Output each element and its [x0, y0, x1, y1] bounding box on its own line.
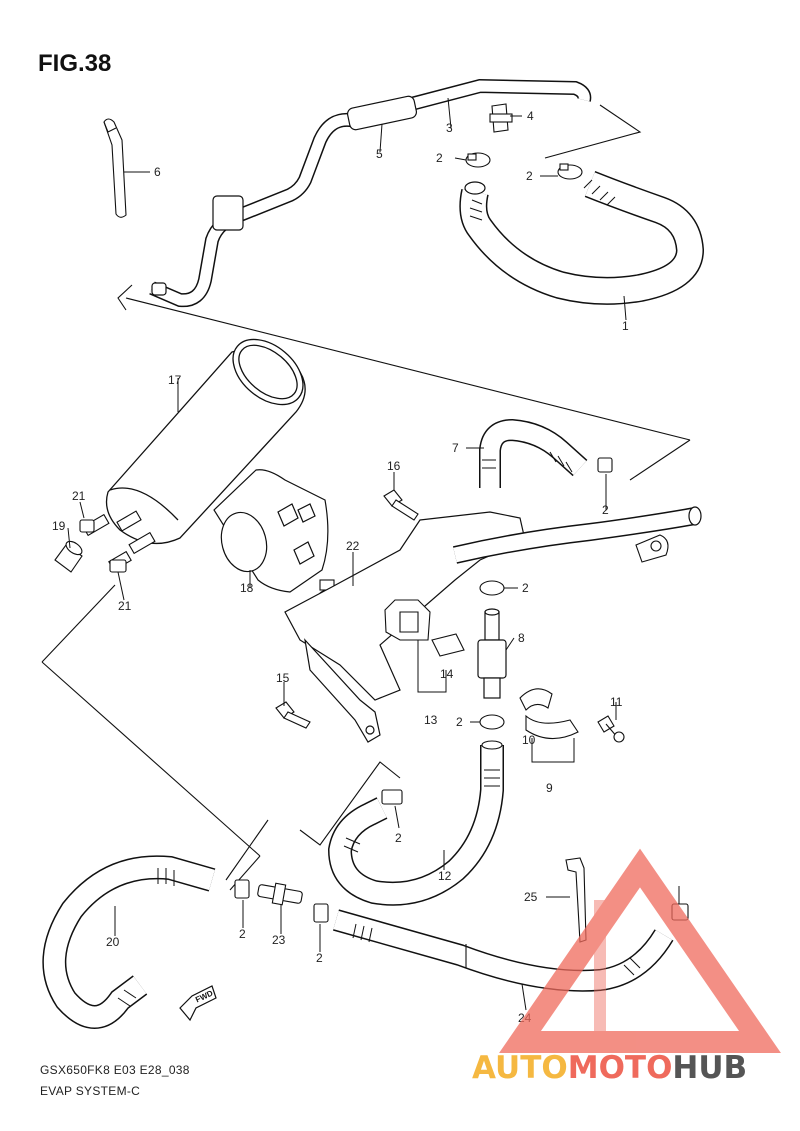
lower-section-boundary [41, 584, 401, 891]
figure-title: FIG.38 [38, 50, 112, 77]
callout-1: 1 [622, 319, 629, 333]
callout-2g: 2 [239, 927, 246, 941]
callout-5: 5 [376, 147, 383, 161]
callout-19: 19 [52, 519, 66, 533]
hose-12 [327, 740, 504, 906]
callout-numbers: 1 2 2 2 2 2 2 2 2 3 4 5 6 7 8 9 10 11 12… [52, 109, 629, 1025]
callout-20: 20 [106, 935, 120, 949]
watermark-hub: HUB [672, 1050, 747, 1086]
callout-8: 8 [518, 631, 525, 645]
callout-7: 7 [452, 441, 459, 455]
callout-21b: 21 [118, 599, 132, 613]
callout-2c: 2 [602, 503, 609, 517]
callout-2f: 2 [395, 831, 402, 845]
bracket-18 [213, 469, 329, 593]
clamp-4 [489, 103, 513, 133]
callout-2a: 2 [436, 151, 443, 165]
hose-3-pipe-5 [149, 78, 592, 308]
callout-22: 22 [346, 539, 360, 553]
watermark-text: AUTOMOTOHUB [472, 1050, 747, 1086]
top-section-boundary [117, 104, 691, 481]
filter-8 [477, 608, 507, 699]
pipe-end-bracket [635, 534, 669, 563]
callout-12: 12 [438, 869, 452, 883]
joint-23 [257, 882, 303, 906]
callout-6: 6 [154, 165, 161, 179]
callout-4: 4 [527, 109, 534, 123]
callout-16: 16 [387, 459, 401, 473]
clamp-2-hose12 [381, 789, 403, 805]
model-code: GSX650FK8 E03 E28_038 [40, 1063, 190, 1077]
clip-14 [431, 633, 465, 657]
screw-11 [597, 715, 625, 743]
callout-13: 13 [424, 713, 438, 727]
system-name: EVAP SYSTEM-C [40, 1084, 141, 1098]
bracket-13-leader [417, 640, 447, 693]
callout-2e: 2 [456, 715, 463, 729]
callout-3: 3 [446, 121, 453, 135]
callout-9: 9 [546, 781, 553, 795]
watermark-triangle [499, 848, 781, 1053]
callout-2d: 2 [522, 581, 529, 595]
vapor-pipe [452, 506, 702, 564]
callout-18: 18 [240, 581, 254, 595]
tie-strap-25 [565, 857, 587, 943]
watermark-moto: MOTO [568, 1050, 673, 1086]
forward-direction-arrow: FWD [179, 985, 217, 1022]
bolt-15 [275, 701, 311, 729]
clamps-9-leader [531, 738, 575, 763]
watermark-auto: AUTO [472, 1050, 568, 1086]
callout-2b: 2 [526, 169, 533, 183]
watermark-logo [499, 848, 781, 1053]
callout-21a: 21 [72, 489, 86, 503]
hose-24 [333, 909, 674, 992]
hose-7 [479, 418, 588, 488]
callout-25: 25 [524, 890, 538, 904]
clamps-21 [79, 519, 127, 573]
callout-15: 15 [276, 671, 290, 685]
callout-leaders [67, 97, 680, 1011]
clamp-10 [519, 688, 579, 740]
callout-11: 11 [610, 695, 623, 709]
callout-17: 17 [168, 373, 182, 387]
callout-2h: 2 [316, 951, 323, 965]
callout-23: 23 [272, 933, 286, 947]
callout-10: 10 [522, 733, 536, 747]
canister-17 [105, 338, 306, 544]
clamp-2-hose7 [597, 457, 613, 473]
bolt-16 [383, 489, 419, 521]
callout-14: 14 [440, 667, 454, 681]
hose-1 [459, 171, 705, 305]
bracket-13 [384, 599, 431, 641]
hose-20 [42, 855, 216, 1029]
tie-strap-6 [103, 118, 127, 218]
clamps-2-top [465, 152, 583, 180]
